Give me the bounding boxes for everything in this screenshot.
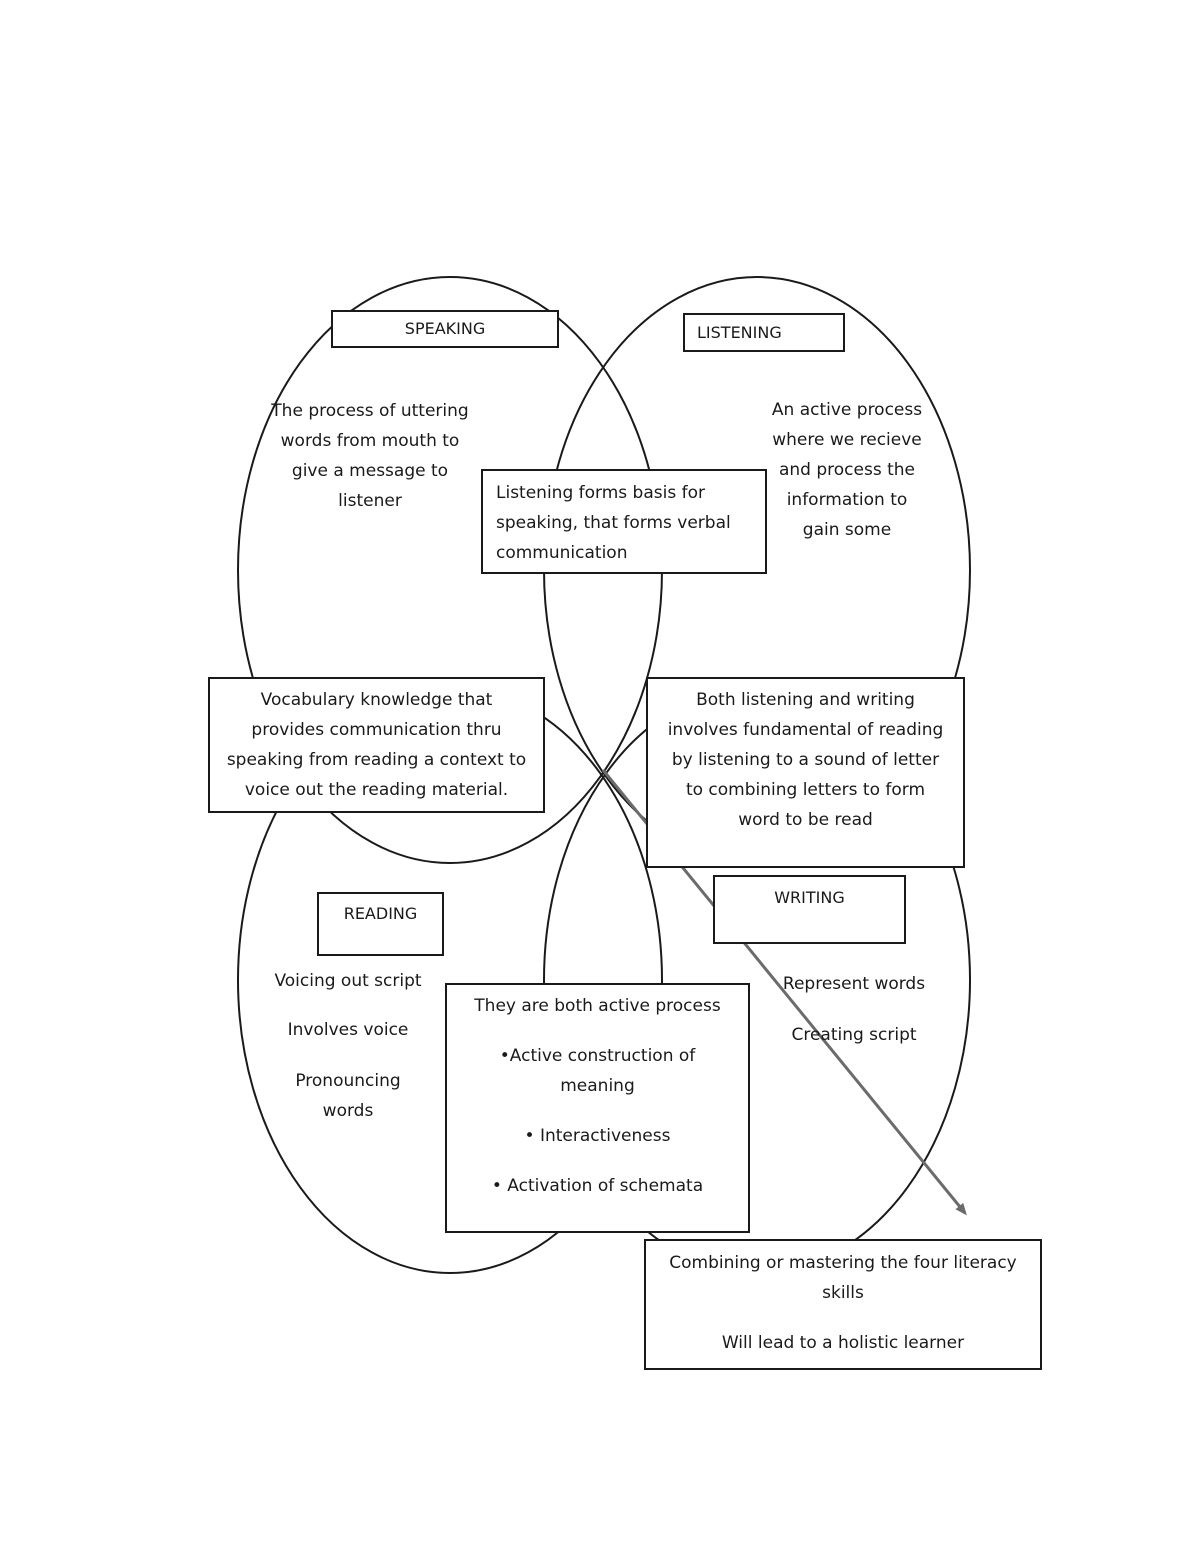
overlap-lw-line: word to be read bbox=[738, 810, 873, 830]
overlap-lw-line: Both listening and writing bbox=[696, 690, 915, 710]
speaking-desc-line: words from mouth to bbox=[280, 431, 460, 451]
overlap-lw-line: to combining letters to form bbox=[685, 780, 926, 800]
overlap-speaking-reading-box: Vocabulary knowledge that provides commu… bbox=[208, 677, 545, 813]
overlap-sl-line: speaking, that forms verbal bbox=[496, 513, 731, 533]
speaking-label: SPEAKING bbox=[404, 319, 486, 338]
overlap-rw-bullet: • Interactiveness bbox=[524, 1126, 671, 1146]
conclusion-box: Combining or mastering the four literacy… bbox=[644, 1239, 1042, 1370]
conclusion-line: Combining or mastering the four literacy bbox=[669, 1253, 1017, 1273]
overlap-rw-bullet: • Activation of schemata bbox=[491, 1176, 704, 1196]
listening-label: LISTENING bbox=[697, 323, 782, 342]
overlap-rw-bullet: •Active construction of bbox=[499, 1046, 696, 1066]
listening-desc-line: and process the bbox=[778, 460, 916, 480]
writing-item: Creating script bbox=[791, 1025, 917, 1045]
overlap-sr-line: speaking from reading a context to bbox=[226, 750, 527, 770]
overlap-listening-writing-box: Both listening and writing involves fund… bbox=[646, 677, 965, 868]
writing-items: Represent words Creating script bbox=[764, 969, 944, 1050]
speaking-description: The process of uttering words from mouth… bbox=[250, 396, 490, 516]
overlap-rw-heading: They are both active process bbox=[474, 996, 721, 1016]
listening-desc-line: An active process bbox=[771, 400, 923, 420]
speaking-desc-line: The process of uttering bbox=[271, 401, 469, 421]
reading-label: READING bbox=[343, 904, 418, 923]
writing-label: WRITING bbox=[774, 888, 845, 907]
speaking-desc-line: give a message to bbox=[291, 461, 449, 481]
overlap-sr-line: voice out the reading material. bbox=[244, 780, 509, 800]
reading-item: words bbox=[322, 1101, 374, 1121]
reading-item: Involves voice bbox=[287, 1020, 409, 1040]
overlap-reading-writing-box: They are both active process •Active con… bbox=[445, 983, 750, 1233]
writing-label-box: WRITING bbox=[713, 875, 906, 944]
listening-label-box: LISTENING bbox=[683, 313, 845, 352]
speaking-label-box: SPEAKING bbox=[331, 310, 559, 348]
writing-item: Represent words bbox=[782, 974, 926, 994]
overlap-sr-line: provides communication thru bbox=[251, 720, 502, 740]
conclusion-line: skills bbox=[822, 1283, 864, 1303]
overlap-rw-bullet: meaning bbox=[560, 1076, 635, 1096]
conclusion-line: Will lead to a holistic learner bbox=[721, 1333, 965, 1353]
reading-label-box: READING bbox=[317, 892, 444, 956]
reading-item: Pronouncing bbox=[295, 1071, 401, 1091]
overlap-speaking-listening-box: Listening forms basis for speaking, that… bbox=[481, 469, 767, 574]
overlap-lw-line: by listening to a sound of letter bbox=[671, 750, 940, 770]
overlap-lw-line: involves fundamental of reading bbox=[667, 720, 944, 740]
overlap-sr-line: Vocabulary knowledge that bbox=[260, 690, 493, 710]
overlap-sl-line: communication bbox=[496, 543, 628, 563]
overlap-sl-line: Listening forms basis for bbox=[496, 483, 705, 503]
listening-desc-line: gain some bbox=[802, 520, 892, 540]
listening-desc-line: information to bbox=[786, 490, 908, 510]
speaking-desc-line: listener bbox=[338, 491, 402, 511]
listening-desc-line: where we recieve bbox=[772, 430, 922, 450]
reading-item: Voicing out script bbox=[274, 971, 422, 991]
listening-description: An active process where we recieve and p… bbox=[747, 395, 947, 545]
reading-items: Voicing out script Involves voice Pronou… bbox=[248, 966, 448, 1126]
